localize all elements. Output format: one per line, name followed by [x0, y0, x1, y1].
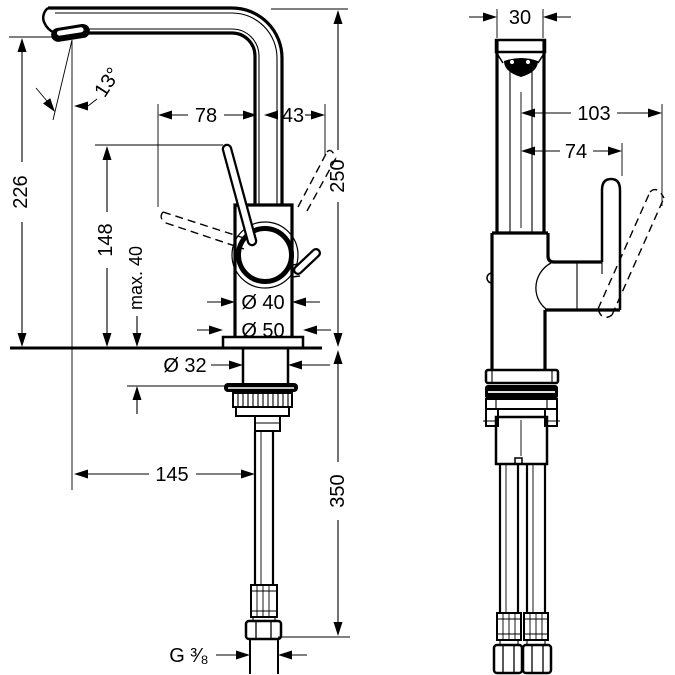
dim-78-43: 78 43: [157, 104, 326, 207]
dim-74: 74: [521, 141, 623, 176]
hose-crimp: [250, 584, 278, 618]
dim-label-148: 148: [95, 223, 117, 256]
dim-label-thread: G ³⁄₈: [169, 645, 208, 667]
dim-250: 250: [271, 8, 349, 347]
dim-dia40: Ø 40: [207, 292, 320, 314]
dim-label-43: 43: [282, 105, 304, 127]
body-fillet: [535, 262, 552, 310]
dim-label-74: 74: [565, 141, 587, 163]
dim-label-30: 30: [509, 7, 531, 29]
dim-dia50: Ø 50: [197, 320, 331, 342]
side-tab: [291, 248, 321, 278]
dim-label-max40: max. 40: [126, 246, 146, 310]
hose-nut-left: [492, 643, 524, 675]
dim-label-350: 350: [327, 474, 349, 507]
dim-thread: G ³⁄₈: [169, 645, 307, 667]
tilted-axis-line: [52, 39, 73, 121]
angle-arrow-a: [43, 98, 55, 112]
front-lever-dashed: [597, 188, 665, 319]
spout-tip: [41, 7, 56, 35]
dim-148: 148: [95, 144, 223, 347]
dim-103: 103: [521, 103, 663, 206]
front-hoses: [492, 464, 553, 675]
hose-nut-right: [521, 643, 553, 675]
front-aerator: [504, 58, 538, 77]
aerator: [51, 23, 90, 42]
dim-30: 30: [469, 7, 571, 38]
dim-max40: max. 40: [126, 246, 243, 414]
dim-label-145: 145: [155, 464, 188, 486]
dim-label-angle: 13°: [90, 64, 125, 101]
dim-label-dia40: Ø 40: [241, 292, 284, 314]
dim-label-226: 226: [10, 175, 32, 208]
lever-swing-dashed: [160, 149, 337, 250]
dim-label-dia32: Ø 32: [163, 355, 206, 377]
housing-circle: [231, 221, 299, 289]
thread-stub: [249, 639, 279, 674]
dim-226: 226: [9, 36, 86, 347]
dim-350: 350: [278, 350, 350, 638]
dim-145: 145: [74, 464, 255, 486]
dim-dia32: Ø 32: [163, 355, 330, 377]
body-screw-bump: [486, 272, 493, 284]
angle-annotation: 13°: [35, 39, 125, 490]
front-view: 30 103 74: [469, 7, 665, 675]
escutcheon: [484, 368, 560, 385]
ball-joint: [236, 226, 294, 284]
dim-label-250: 250: [327, 159, 349, 192]
valve-block: [494, 415, 549, 466]
dim-label-103: 103: [577, 103, 610, 125]
hose-nut: [244, 619, 283, 641]
front-lever: [600, 177, 622, 310]
angle-arrow-b: [74, 101, 88, 111]
side-view: 13° 226 148 max. 40: [9, 6, 350, 674]
lever-handle: [221, 143, 258, 247]
front-spout: [494, 38, 547, 233]
dim-label-78: 78: [195, 105, 217, 127]
spout-cap: [494, 38, 547, 54]
dim-label-dia50: Ø 50: [241, 320, 284, 342]
mounting-hardware: [224, 348, 298, 432]
front-body: [486, 177, 665, 370]
front-mounting-hardware: [483, 368, 560, 466]
faucet-body: [160, 143, 337, 350]
supply-hose: [244, 431, 283, 674]
mounting-bracket: [235, 406, 290, 417]
